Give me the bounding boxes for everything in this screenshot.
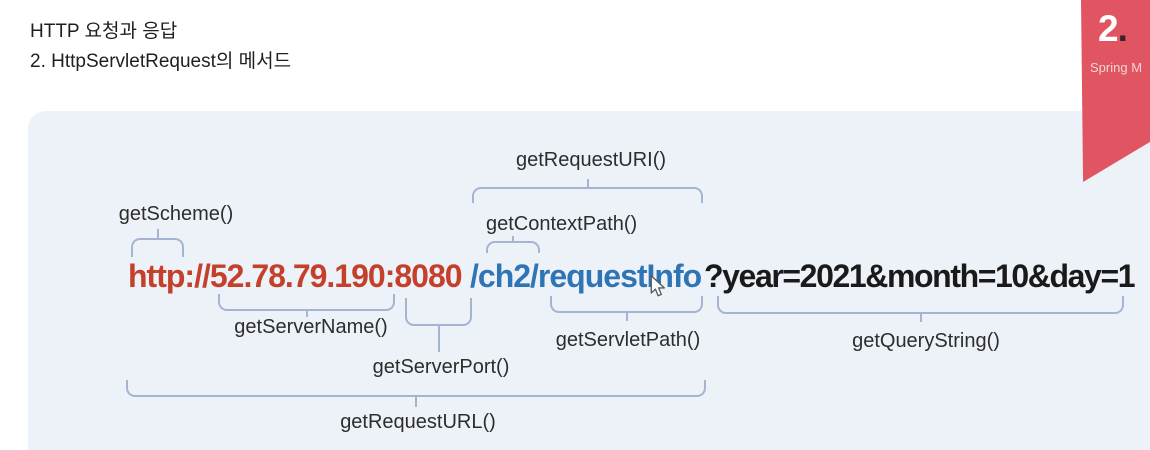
label-get-query-string: getQueryString() xyxy=(852,330,1000,352)
brace-tick xyxy=(415,396,417,407)
slide-header: HTTP 요청과 응답 2. HttpServletRequest의 메서드 xyxy=(30,17,291,77)
slide-title: HTTP 요청과 응답 xyxy=(30,21,178,42)
brace-tick xyxy=(586,179,589,188)
label-get-scheme: getScheme() xyxy=(118,203,234,225)
brace-get-query-string xyxy=(717,296,1124,322)
brace-tick xyxy=(305,310,308,317)
brace-tick xyxy=(919,313,922,322)
label-get-request-url: getRequestURL() xyxy=(340,411,496,433)
brace-get-server-name xyxy=(218,294,395,317)
label-get-context-path: getContextPath() xyxy=(486,213,638,235)
brace-get-request-uri xyxy=(472,179,703,203)
brace-tick xyxy=(437,326,440,352)
brace-get-servlet-path xyxy=(550,296,703,321)
brace-get-server-port xyxy=(405,298,472,352)
brace-tick xyxy=(625,312,628,321)
label-get-server-name: getServerName() xyxy=(234,316,388,338)
url-scheme-host-port: http://52.78.79.190:8080 xyxy=(128,258,463,294)
chapter-number-dot: . xyxy=(1117,8,1128,49)
slide-subtitle: 2. HttpServletRequest의 메서드 xyxy=(30,51,292,72)
label-get-server-port: getServerPort() xyxy=(372,356,510,378)
diagram-panel xyxy=(28,111,1150,450)
brace-get-scheme xyxy=(131,229,184,257)
brace-tick xyxy=(156,229,159,239)
brace-get-request-url xyxy=(126,380,706,407)
mouse-cursor-icon xyxy=(650,275,665,297)
chapter-label: Spring M xyxy=(1090,60,1143,75)
label-get-servlet-path: getServletPath() xyxy=(555,329,701,351)
brace-tick xyxy=(512,236,514,242)
brace-get-context-path xyxy=(486,236,540,253)
url-query-string: ?year=2021&month=10&day=1 xyxy=(704,258,1136,294)
chapter-number: 2. xyxy=(1098,8,1128,49)
label-get-request-uri: getRequestURI() xyxy=(515,149,667,171)
